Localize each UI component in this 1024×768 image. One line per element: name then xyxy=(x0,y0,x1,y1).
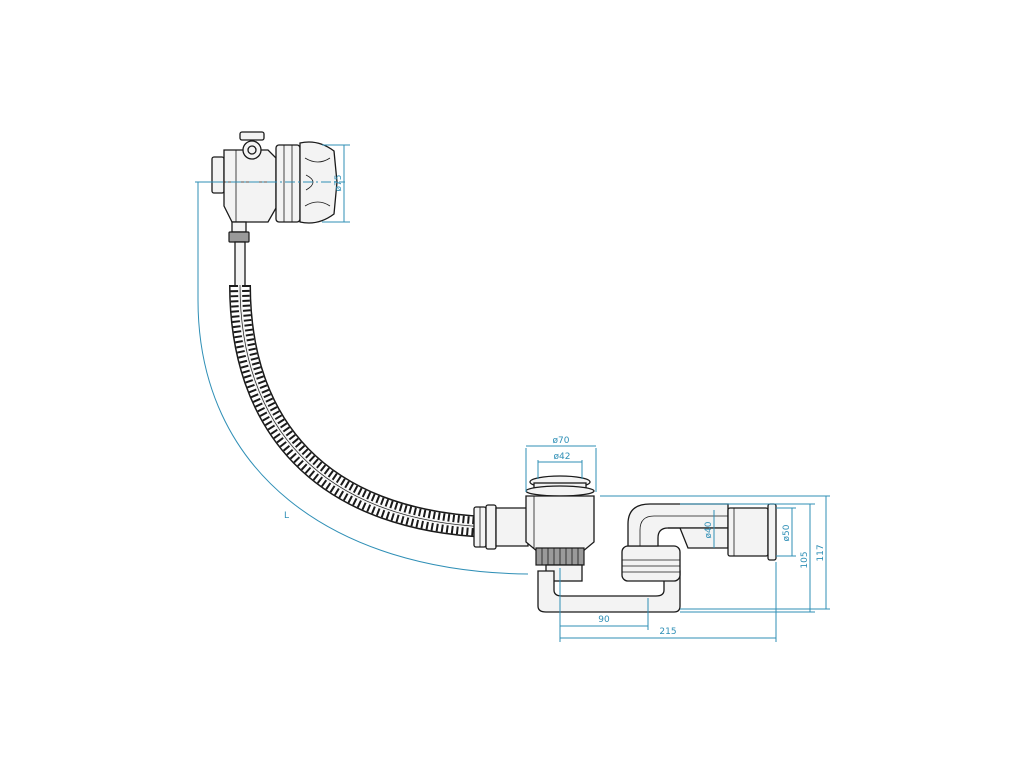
dim-label-d70: ø70 xyxy=(553,436,570,446)
waste-flange xyxy=(525,485,595,497)
dim-label-h117: 117 xyxy=(816,544,826,561)
dim-label-w90: 90 xyxy=(598,615,610,625)
waste-body xyxy=(525,495,595,553)
dim-label-d40: ø40 xyxy=(704,521,714,538)
dim-label-d75: ø75 xyxy=(334,175,344,192)
dim-label-d50: ø50 xyxy=(782,524,792,541)
overflow-cap xyxy=(299,141,338,224)
waste-trap-assembly xyxy=(473,475,777,613)
dim-label-length: L xyxy=(284,511,289,521)
overflow-assembly xyxy=(211,131,338,288)
dim-label-d42: ø42 xyxy=(554,452,571,462)
dimensions: ø75 L ø70 ø42 ø40 ø50 105 117 xyxy=(197,144,830,642)
dim-label-w215: 215 xyxy=(659,627,676,637)
overflow-ring xyxy=(275,144,301,223)
flexible-hose xyxy=(229,284,489,538)
overflow-body xyxy=(223,149,277,223)
dim-label-h105: 105 xyxy=(800,551,810,568)
overflow-flange xyxy=(211,156,225,194)
overflow-valve-top xyxy=(239,131,265,141)
trap-riser xyxy=(621,545,681,582)
